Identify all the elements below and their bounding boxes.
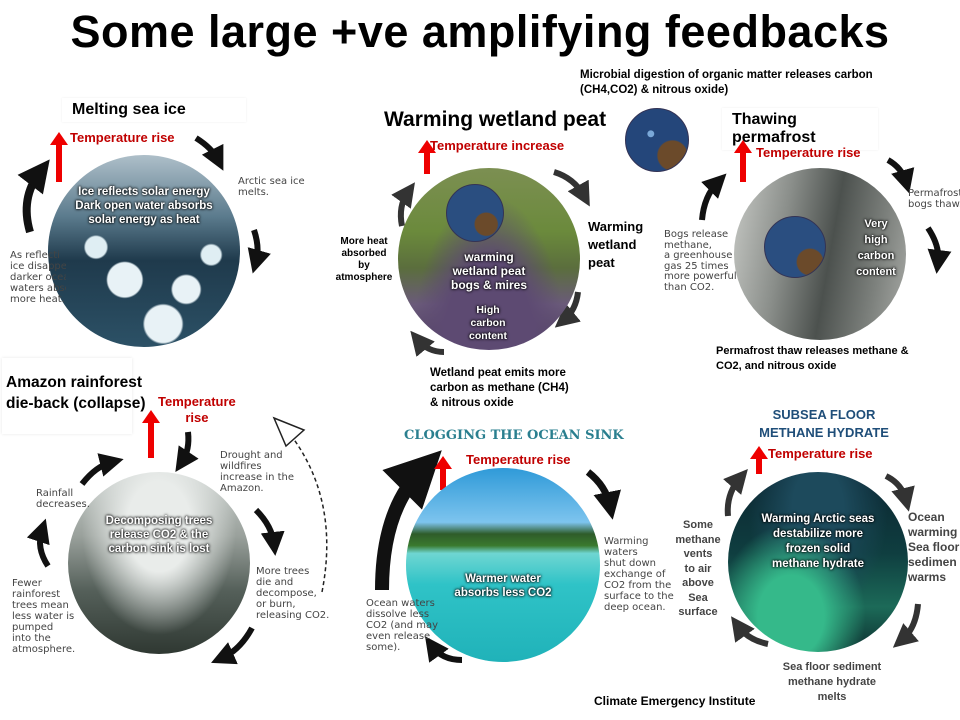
ocean-temp-label: Temperature rise (466, 452, 571, 467)
cycle-arrow (410, 330, 445, 357)
microbe-icon (625, 108, 689, 172)
cycle-arrow (723, 468, 748, 517)
cycle-arrow (26, 518, 51, 568)
cycle-arrow (699, 173, 727, 221)
cycle-arrow (886, 157, 915, 194)
cycle-arrow-head (272, 416, 306, 448)
cycle-arrow (554, 291, 581, 328)
cycle-arrow (253, 507, 285, 556)
microbe-icon (764, 216, 826, 278)
temperature-up-arrow (142, 410, 160, 458)
cycle-arrow (375, 450, 442, 591)
permafrost-bottom-note: Permafrost thaw releases methane &CO2, a… (716, 345, 909, 372)
ocean-title: CLOGGING THE OCEAN SINK (404, 428, 624, 443)
subsea-temp-label: Temperature rise (768, 446, 873, 461)
temperature-up-arrow (750, 446, 768, 474)
sea-ice-title: Melting sea ice (62, 98, 246, 122)
cycle-arrow (79, 453, 124, 486)
cycle-arrow (425, 636, 463, 663)
microbe-icon (446, 184, 504, 242)
cycle-arrow (194, 135, 224, 171)
sea-ice-image: Ice reflects solar energy Dark open wate… (48, 155, 240, 347)
cycle-arrow (211, 626, 255, 665)
cycle-arrow (17, 159, 50, 234)
cycle-arrow (731, 616, 769, 647)
page-title: Some large +ve amplifying feedbacks (70, 6, 890, 57)
cycle-arrow (553, 169, 590, 207)
permafrost-temp-label: Temperature rise (756, 145, 861, 160)
cycle-arrow (925, 226, 952, 274)
sea-ice-temp-label: Temperature rise (70, 130, 175, 145)
credit: Climate Emergency Institute (594, 694, 756, 708)
microbial-note: Microbial digestion of organic matter re… (580, 69, 873, 96)
wetland-temp-label: Temperature increase (430, 138, 565, 153)
temperature-up-arrow (734, 140, 752, 182)
cycle-arrow (884, 473, 915, 512)
cycle-arrow (175, 431, 199, 472)
temperature-up-arrow (418, 140, 436, 174)
cycle-arrow (892, 603, 921, 648)
cycle-arrow (247, 229, 271, 274)
cycle-arrow-dashed (289, 433, 328, 593)
wetland-title: Warming wetland peat (384, 108, 607, 131)
temperature-up-arrow (434, 456, 452, 490)
cycle-arrow (391, 182, 415, 227)
cycle-arrow (585, 469, 621, 520)
temperature-up-arrow (50, 132, 68, 182)
sea-ice-circle-text: Ice reflects solar energy Dark open wate… (75, 186, 213, 226)
